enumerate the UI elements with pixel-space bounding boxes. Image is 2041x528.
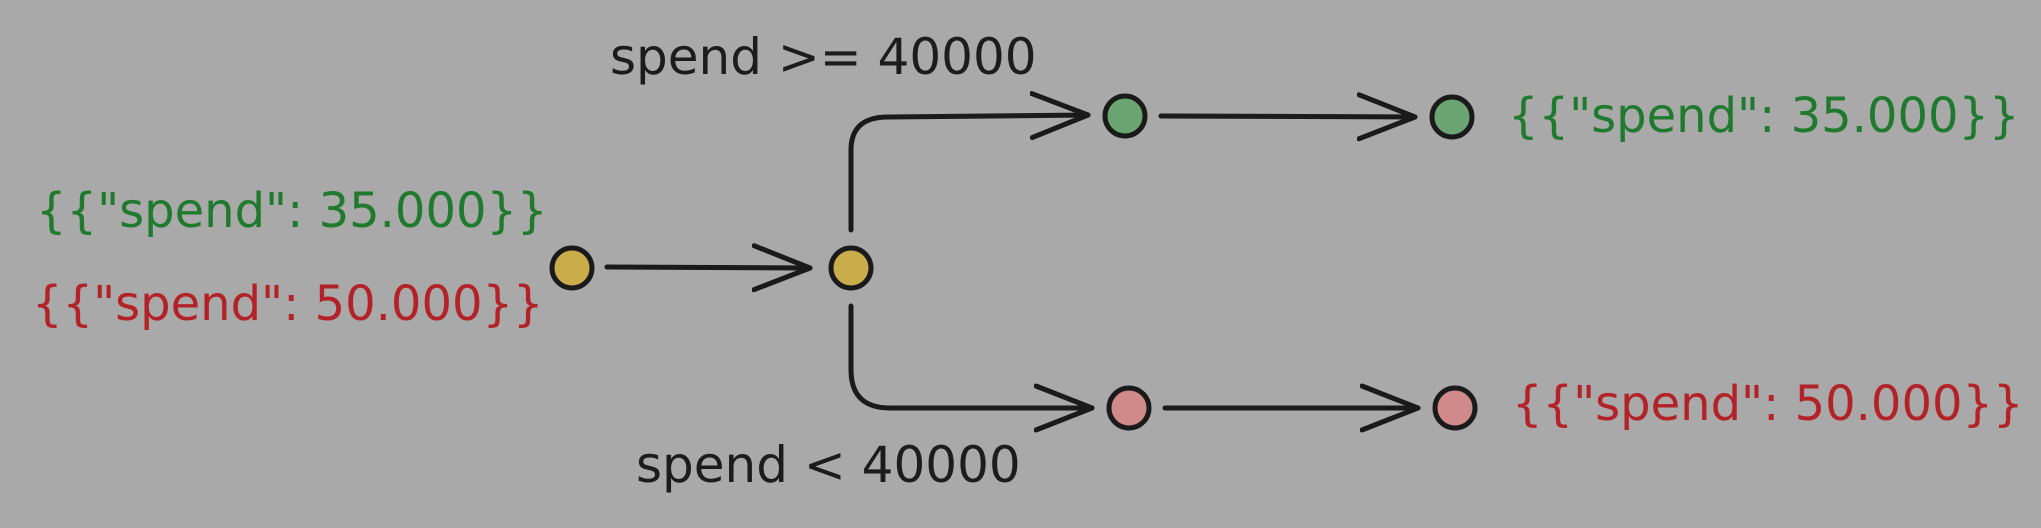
output-record-bottom: {{"spend": 50.000}}	[1512, 376, 2024, 432]
arrow-branch-top	[848, 115, 1091, 233]
input-record-2: {{"spend": 50.000}}	[32, 276, 544, 332]
arrow-top-to-output	[1158, 116, 1418, 117]
input-node	[549, 245, 595, 291]
condition-bottom-label: spend < 40000	[636, 436, 1021, 494]
top-output-node	[1429, 94, 1475, 140]
top-branch-node	[1102, 93, 1148, 139]
bottom-branch-node	[1106, 385, 1152, 431]
arrow-input-to-split	[604, 267, 813, 268]
input-record-1: {{"spend": 35.000}}	[36, 183, 548, 239]
split-node	[828, 245, 874, 291]
output-record-top: {{"spend": 35.000}}	[1508, 88, 2020, 144]
bottom-output-node	[1432, 385, 1478, 431]
arrow-branch-bottom	[848, 303, 1095, 408]
condition-top-label: spend >= 40000	[610, 28, 1037, 86]
